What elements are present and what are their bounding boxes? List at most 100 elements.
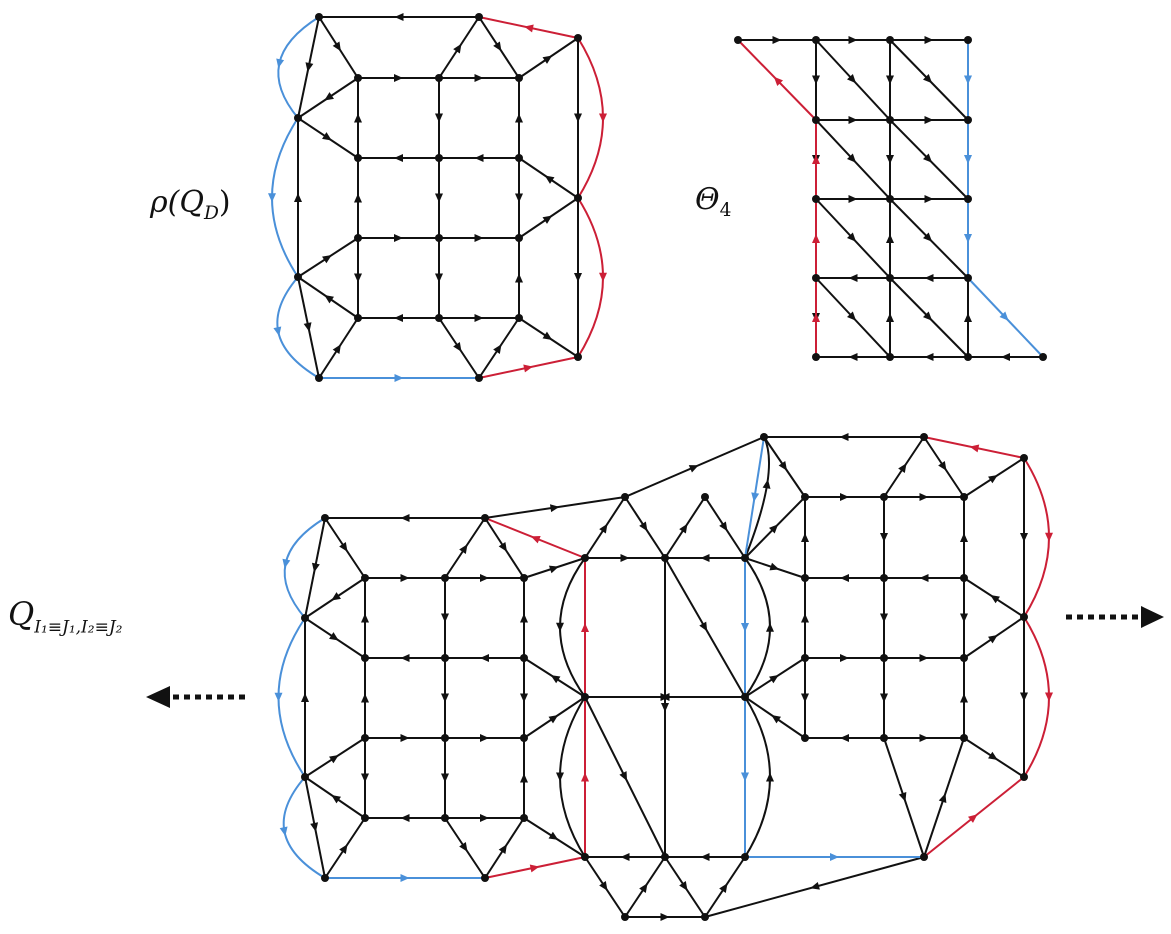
quiver-node xyxy=(354,74,362,82)
quiver-node xyxy=(361,814,369,822)
edge-arrowhead xyxy=(542,331,553,340)
edge-arrowhead xyxy=(1001,353,1010,361)
quiver-node xyxy=(581,554,589,562)
edge-arrowhead xyxy=(400,814,410,822)
edge-arrowhead xyxy=(548,714,559,724)
quiver-node xyxy=(812,36,820,44)
black-edges xyxy=(294,13,1043,921)
edge-arrowhead xyxy=(400,874,410,882)
edge-arrowhead xyxy=(801,533,809,542)
edge-arrowhead xyxy=(964,313,972,322)
edge-arrowhead xyxy=(960,533,968,542)
quiver-node xyxy=(960,734,968,742)
quiver-node xyxy=(734,36,742,44)
edge-arrowhead xyxy=(548,565,559,574)
quiver-node xyxy=(435,74,443,82)
red-edges xyxy=(478,16,1053,879)
edge-arrowhead xyxy=(886,155,894,164)
edge-arrowhead xyxy=(880,533,888,542)
edge-arrowhead xyxy=(924,116,934,124)
quiver-node xyxy=(1020,613,1028,621)
edge-arrowhead xyxy=(400,654,410,662)
edge-arrowhead xyxy=(898,791,907,802)
edge-arrowhead xyxy=(840,493,849,501)
edge-arrowhead xyxy=(679,523,688,534)
edge-arrowhead xyxy=(441,773,449,783)
edge-arrowhead xyxy=(441,613,449,623)
edge-arrowhead xyxy=(847,153,857,163)
quiver-nodes xyxy=(294,13,1047,921)
edge-arrowhead xyxy=(574,273,582,282)
edge-arrowhead xyxy=(474,234,484,242)
quiver-node xyxy=(801,734,809,742)
edge-arrowhead xyxy=(988,751,998,760)
edge-arrowhead xyxy=(515,113,523,123)
edge-arrowhead xyxy=(924,274,934,282)
edge-arrowhead xyxy=(848,353,858,361)
edge-arrowhead xyxy=(960,693,968,703)
edge-arrowhead xyxy=(599,523,608,534)
edge-arrowhead xyxy=(394,374,404,382)
quiver-node xyxy=(801,574,809,582)
edge-arrowhead xyxy=(967,814,978,823)
edge-arrowhead xyxy=(812,75,820,85)
q-glued-label: QI₁≡J₁,I₂≡J₂ xyxy=(8,598,122,636)
quiver-node xyxy=(801,654,809,662)
quiver-node xyxy=(1020,773,1028,781)
edge-arrowhead xyxy=(474,154,484,162)
edge-arrowhead xyxy=(520,693,528,703)
edge-arrowhead xyxy=(848,195,858,203)
quiver-node xyxy=(964,195,972,203)
edge-arrowhead xyxy=(847,232,857,242)
edge-arrowhead xyxy=(400,734,410,742)
edge-arrowhead xyxy=(524,24,534,33)
quiver-node xyxy=(1020,454,1028,462)
edge-arrowhead xyxy=(741,772,749,782)
quiver-node xyxy=(475,374,483,382)
edge-arrowhead xyxy=(840,574,849,582)
edge-arrowhead xyxy=(988,475,998,484)
quiver-node xyxy=(481,514,489,522)
edge-arrowhead xyxy=(679,881,688,891)
edge-arrowhead xyxy=(435,113,443,123)
edge-arrowhead xyxy=(305,62,314,72)
edge-arrowhead xyxy=(919,493,929,501)
edge-arrowhead xyxy=(741,623,749,632)
quiver-node xyxy=(441,734,449,742)
edge-arrowhead xyxy=(699,621,708,632)
edge-arrowhead xyxy=(988,634,998,644)
edge-arrowhead xyxy=(324,92,334,101)
quiver-node xyxy=(701,913,709,921)
rho-q: Q xyxy=(179,185,204,220)
edge-arrowhead xyxy=(268,193,276,203)
edge-arrowhead xyxy=(848,36,858,44)
edge-arrowhead xyxy=(480,814,489,822)
edge-arrowhead xyxy=(459,842,468,852)
quiver-node xyxy=(515,314,523,322)
quiver-curved-edge xyxy=(1023,616,1050,778)
quiver-curved-edge xyxy=(744,696,771,858)
edge-arrowhead xyxy=(700,554,710,562)
quiver-node xyxy=(661,853,669,861)
rho-sub: D xyxy=(203,203,219,224)
quiver-node xyxy=(315,374,323,382)
edge-arrowhead xyxy=(361,613,369,623)
quiver-node xyxy=(315,13,323,21)
edge-arrowhead xyxy=(660,913,670,921)
edge-arrowhead xyxy=(599,113,607,123)
quiver-node xyxy=(812,353,820,361)
quiver-node xyxy=(1039,353,1047,361)
edge-arrowhead xyxy=(830,853,839,861)
edge-arrowhead xyxy=(361,773,369,783)
edge-arrowhead xyxy=(523,364,533,373)
quiver-curved-edge xyxy=(282,776,326,879)
edge-arrowhead xyxy=(498,844,507,854)
quiver-node xyxy=(581,853,589,861)
quiver-node xyxy=(880,654,888,662)
edge-arrowhead xyxy=(812,155,820,164)
edge-arrowhead xyxy=(542,55,553,64)
edge-arrowhead xyxy=(886,75,894,85)
edge-arrowhead xyxy=(303,322,312,332)
quiver-node xyxy=(441,574,449,582)
edge-arrowhead xyxy=(331,794,341,804)
